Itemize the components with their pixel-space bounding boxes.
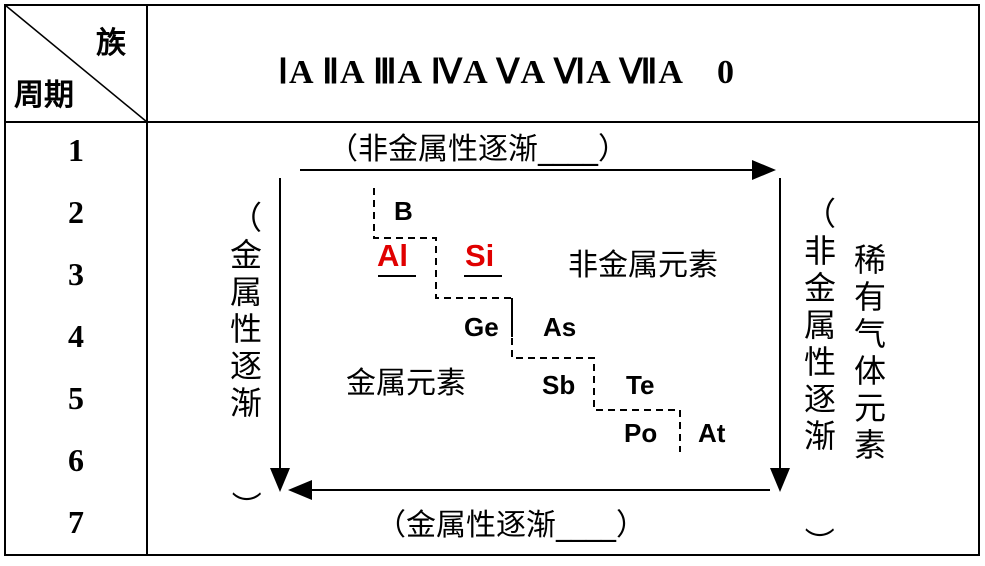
noble-char: 气 [853, 315, 886, 353]
noble-char: 素 [853, 426, 886, 464]
element-si: Si [465, 238, 495, 273]
nonmetal-region-label: 非金属元素 [568, 248, 718, 283]
noble-char: 体 [853, 352, 886, 390]
noble-gas-label: 稀 有 气 体 元 素 [850, 242, 890, 464]
element-te: Te [626, 370, 655, 400]
period-7: 7 [68, 504, 84, 540]
period-2: 2 [68, 194, 84, 230]
top-trend-label: （非金属性逐渐____） [328, 132, 628, 167]
metal-nonmetal-boundary [373, 188, 681, 452]
element-po: Po [624, 418, 658, 448]
right-trend-label: （ 非 金 属 性 逐 渐 [800, 196, 840, 455]
metal-region-label: 金属元素 [346, 366, 466, 401]
table-border [4, 4, 980, 556]
corner-label-period: 周期 [14, 78, 74, 113]
element-ge: Ge [464, 312, 499, 342]
group-header: ⅠA ⅡA ⅢA ⅣA ⅤA ⅥA ⅦA 0 [278, 54, 736, 91]
right-char: 性 [803, 343, 836, 381]
period-column: 1 2 3 4 5 6 7 [46, 132, 106, 566]
element-al: Al [377, 238, 408, 273]
left-trend-label: （ 金 属 性 逐 渐 [226, 200, 266, 422]
right-char: 属 [803, 306, 836, 344]
bottom-trend-label: （金属性逐渐____） [376, 508, 646, 543]
right-char: 逐 [803, 380, 836, 418]
left-char: 性 [229, 310, 262, 348]
left-char: 金 [229, 236, 262, 274]
element-b: B [394, 196, 413, 226]
element-as: As [543, 312, 577, 342]
right-close-paren: ） [800, 527, 835, 557]
left-char: 属 [229, 273, 262, 311]
right-char: 非 [803, 232, 836, 270]
left-char: 渐 [229, 384, 262, 422]
corner-label-group: 族 [96, 26, 126, 61]
right-char: 渐 [803, 417, 836, 455]
period-3: 3 [68, 256, 84, 292]
period-1: 1 [68, 132, 84, 168]
noble-char: 有 [853, 278, 886, 316]
element-at: At [698, 418, 726, 448]
element-sb: Sb [542, 370, 576, 400]
right-char: 金 [803, 269, 836, 307]
corner-diagonal [4, 4, 148, 123]
left-close-paren: ） [227, 491, 262, 521]
left-char: （ [229, 199, 262, 237]
period-6: 6 [68, 442, 84, 478]
period-5: 5 [68, 380, 84, 416]
period-4: 4 [68, 318, 84, 354]
right-char: （ [803, 195, 836, 233]
noble-char: 稀 [853, 241, 886, 279]
left-char: 逐 [229, 347, 262, 385]
noble-char: 元 [853, 389, 886, 427]
